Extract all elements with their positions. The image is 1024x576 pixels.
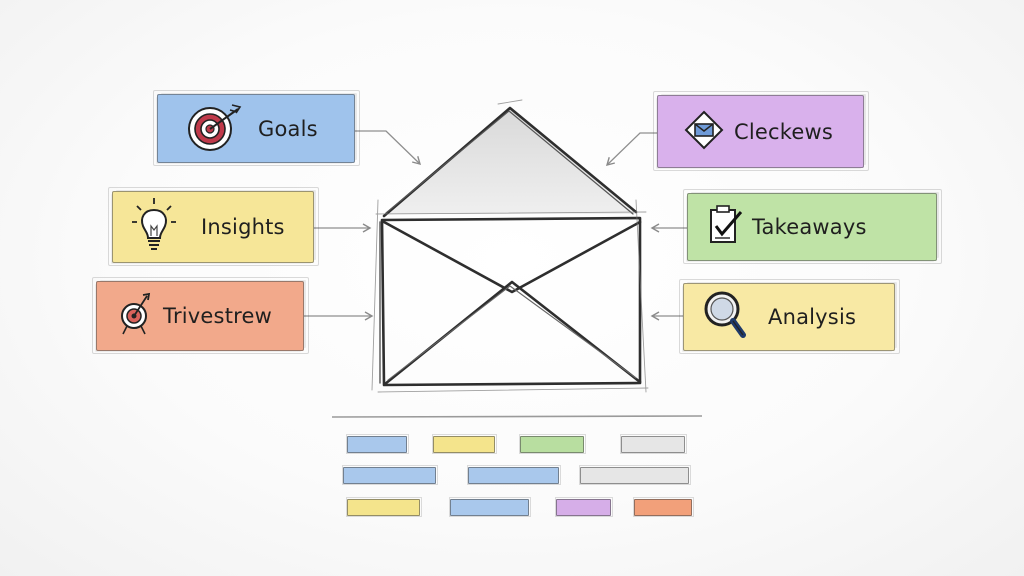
bar-8 <box>346 497 422 517</box>
target-arrow-icon <box>186 101 244 157</box>
envelope-diamond-icon <box>684 110 724 154</box>
trivestrew-box[interactable]: Trivestrew <box>92 277 309 354</box>
target-pin-icon <box>119 292 153 340</box>
cleckews-box[interactable]: Cleckews <box>653 91 869 171</box>
bar-3 <box>519 434 586 454</box>
analysis-box[interactable]: Analysis <box>679 279 900 354</box>
bar-1 <box>346 434 409 454</box>
takeaways-box[interactable]: Takeaways <box>683 189 942 264</box>
bar-5 <box>342 465 438 485</box>
analysis-label: Analysis <box>768 305 857 329</box>
bar-2 <box>432 434 497 454</box>
goals-box[interactable]: Goals <box>153 90 360 166</box>
lightbulb-icon <box>131 196 177 258</box>
bar-11 <box>633 497 694 517</box>
magnifier-icon <box>702 289 748 345</box>
divider-line <box>331 415 703 418</box>
bar-7 <box>579 465 691 485</box>
checklist-icon <box>708 204 744 250</box>
takeaways-label: Takeaways <box>752 215 867 239</box>
cleckews-label: Cleckews <box>734 119 834 144</box>
bar-10 <box>555 497 613 517</box>
trivestrew-label: Trivestrew <box>163 304 272 328</box>
bar-4 <box>620 434 687 454</box>
envelope-icon <box>371 99 649 393</box>
goals-label: Goals <box>258 116 318 141</box>
insights-box[interactable]: Insights <box>108 187 319 266</box>
bar-6 <box>467 465 561 485</box>
insights-label: Insights <box>201 215 285 239</box>
bar-9 <box>449 497 531 517</box>
